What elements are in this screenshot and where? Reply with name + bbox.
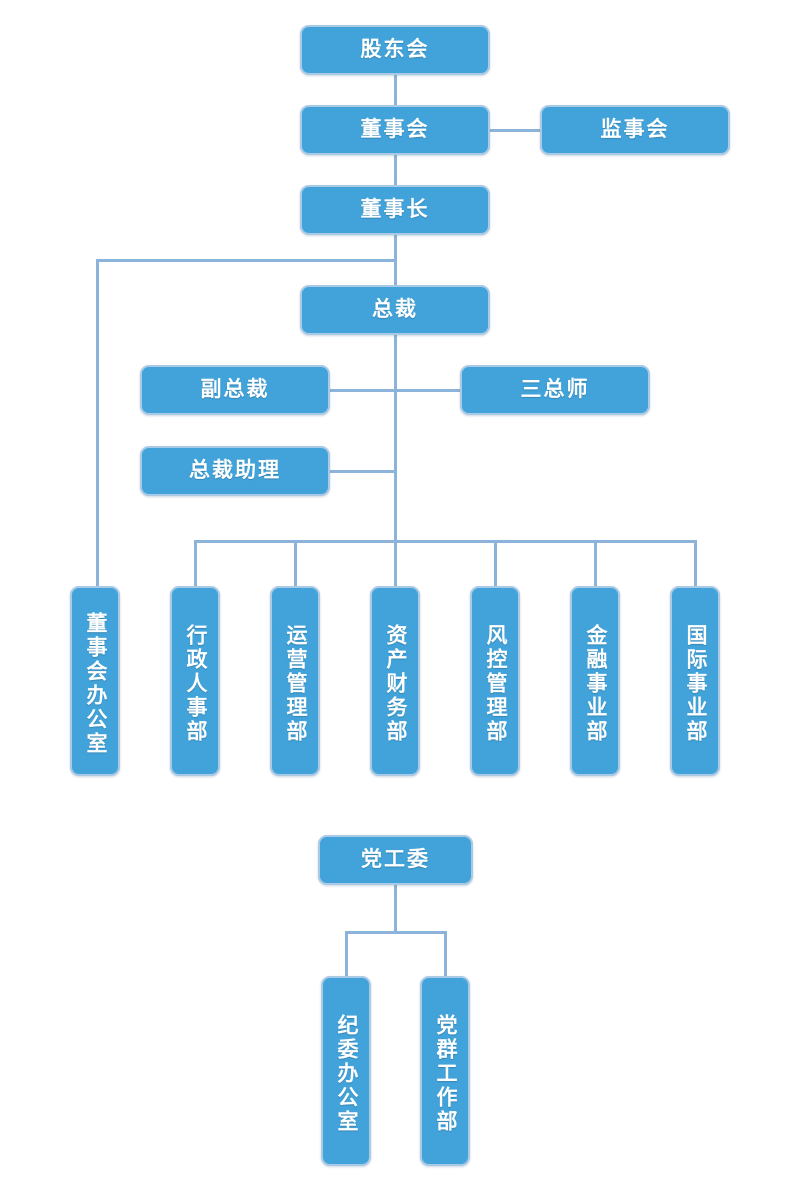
node-chairman[interactable]: 董事长 bbox=[300, 185, 490, 235]
node-board-of-directors[interactable]: 董事会 bbox=[300, 105, 490, 155]
node-chairman-label: 董事长 bbox=[360, 197, 430, 222]
connector-shareholders-board bbox=[394, 75, 397, 107]
node-risk-control-department[interactable]: 风控管理部 bbox=[470, 586, 520, 776]
connector-president-vicepresident bbox=[329, 389, 395, 392]
connector-president-assistant bbox=[329, 470, 395, 473]
node-discipline-inspection-office[interactable]: 纪委办公室 bbox=[321, 976, 371, 1166]
node-board-office-label: 董事会办公室 bbox=[83, 612, 108, 756]
node-party-mass-work-department[interactable]: 党群工作部 bbox=[420, 976, 470, 1166]
node-party-committee-label: 党工委 bbox=[361, 847, 430, 872]
node-discipline-inspection-office-label: 纪委办公室 bbox=[334, 1014, 359, 1134]
node-three-chiefs[interactable]: 三总师 bbox=[460, 365, 650, 415]
node-admin-hr-department[interactable]: 行政人事部 bbox=[170, 586, 220, 776]
node-risk-control-department-label: 风控管理部 bbox=[483, 624, 508, 744]
node-board-office[interactable]: 董事会办公室 bbox=[70, 586, 120, 776]
node-international-business-division[interactable]: 国际事业部 bbox=[670, 586, 720, 776]
connector-chairman-boardoffice-horizontal bbox=[96, 259, 396, 262]
connector-drop-risk-control bbox=[494, 540, 497, 587]
node-international-business-division-label: 国际事业部 bbox=[683, 624, 708, 744]
node-financial-business-division-label: 金融事业部 bbox=[583, 624, 608, 744]
node-president-label: 总裁 bbox=[372, 297, 418, 322]
node-president-assistant-label: 总裁助理 bbox=[189, 458, 281, 483]
connector-party-bus bbox=[345, 931, 447, 934]
node-party-committee[interactable]: 党工委 bbox=[318, 835, 473, 885]
node-vice-president[interactable]: 副总裁 bbox=[140, 365, 330, 415]
node-board-of-supervisors-label: 监事会 bbox=[600, 117, 670, 142]
node-financial-business-division[interactable]: 金融事业部 bbox=[570, 586, 620, 776]
connector-party-spine bbox=[394, 885, 397, 933]
node-three-chiefs-label: 三总师 bbox=[520, 377, 590, 402]
connector-board-supervisors bbox=[489, 129, 541, 132]
node-admin-hr-department-label: 行政人事部 bbox=[183, 624, 208, 744]
node-vice-president-label: 副总裁 bbox=[200, 377, 270, 402]
connector-president-spine bbox=[394, 333, 397, 542]
node-president[interactable]: 总裁 bbox=[300, 285, 490, 335]
connector-drop-discipline bbox=[345, 931, 348, 976]
node-shareholders-label: 股东会 bbox=[360, 37, 430, 62]
connector-drop-operations bbox=[294, 540, 297, 587]
node-board-of-directors-label: 董事会 bbox=[360, 117, 430, 142]
connector-board-chairman bbox=[394, 155, 397, 187]
node-operations-management-department[interactable]: 运营管理部 bbox=[270, 586, 320, 776]
connector-drop-admin-hr bbox=[194, 540, 197, 587]
connector-drop-asset-finance bbox=[394, 540, 397, 587]
node-party-mass-work-department-label: 党群工作部 bbox=[433, 1014, 458, 1134]
node-board-of-supervisors[interactable]: 监事会 bbox=[540, 105, 730, 155]
connector-drop-international bbox=[694, 540, 697, 587]
connector-drop-finance-div bbox=[594, 540, 597, 587]
connector-department-bus bbox=[194, 540, 697, 543]
node-president-assistant[interactable]: 总裁助理 bbox=[140, 446, 330, 496]
connector-drop-party-work bbox=[444, 931, 447, 976]
connector-president-threechiefs bbox=[394, 389, 461, 392]
node-asset-finance-department[interactable]: 资产财务部 bbox=[370, 586, 420, 776]
node-shareholders[interactable]: 股东会 bbox=[300, 25, 490, 75]
connector-chairman-boardoffice-vertical bbox=[96, 259, 99, 587]
node-asset-finance-department-label: 资产财务部 bbox=[383, 624, 408, 744]
node-operations-management-department-label: 运营管理部 bbox=[283, 624, 308, 744]
